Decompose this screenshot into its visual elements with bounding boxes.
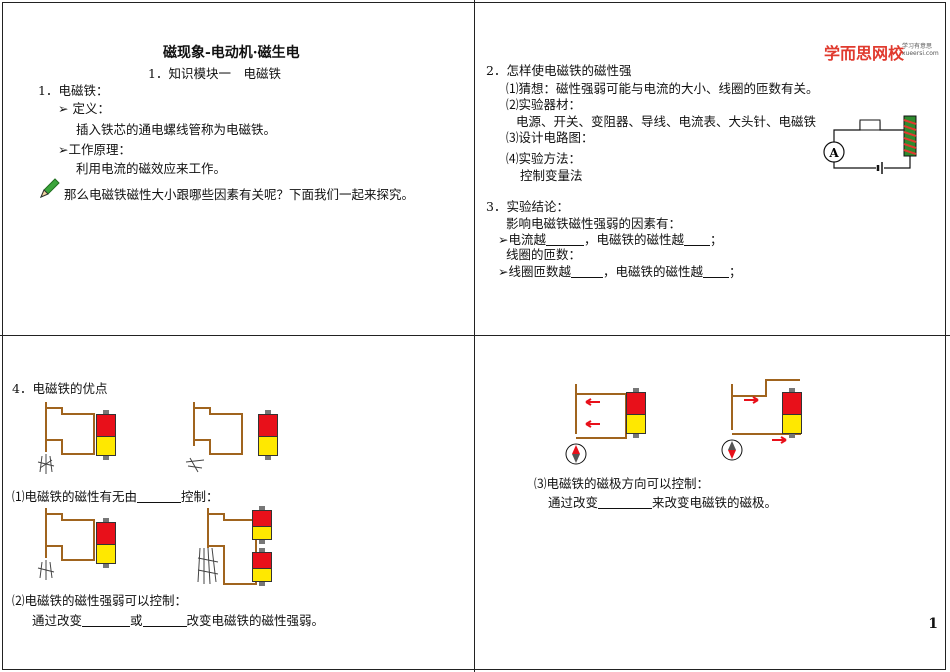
electromagnet-weak-figure xyxy=(37,508,95,580)
fill-blank[interactable] xyxy=(703,266,730,278)
battery-icon xyxy=(626,388,646,438)
definition-text: 插入铁芯的通电螺线管称为电磁铁。 xyxy=(76,122,277,137)
battery-icon xyxy=(258,410,278,460)
method-text: 控制变量法 xyxy=(520,168,583,183)
pole-direction-figure-1 xyxy=(565,384,627,465)
slide-divider-vertical xyxy=(474,0,475,672)
arrow-bullet-icon: ➢ xyxy=(58,142,69,157)
arrow-bullet-icon: ➢ xyxy=(498,264,509,279)
advantage-3-blank: 通过改变来改变电磁铁的磁极。 xyxy=(548,495,778,510)
equipment-label: ⑵实验器材： xyxy=(506,97,582,112)
circuit-diagram: A xyxy=(823,115,917,174)
principle-text: 利用电流的磁效应来工作。 xyxy=(76,161,227,176)
conclusion-intro: 影响电磁铁磁性强弱的因素有： xyxy=(506,216,682,231)
circuit-label: ⑶设计电路图： xyxy=(506,130,594,145)
electromagnet-strong-figure xyxy=(197,508,257,585)
fill-blank[interactable] xyxy=(598,497,653,509)
conclusion-coils: ➢线圈匝数越，电磁铁的磁性越； xyxy=(498,264,742,279)
definition-label: ➢ 定义： xyxy=(58,101,110,116)
ammeter-label: A xyxy=(828,146,839,160)
battery-icon xyxy=(96,410,116,460)
battery-icon xyxy=(252,548,272,586)
method-label: ⑷实验方法： xyxy=(506,151,582,166)
pole-direction-figure-2 xyxy=(721,379,801,461)
advantage-2: ⑵电磁铁的磁性强弱可以控制： xyxy=(12,593,188,608)
page-number: 1 xyxy=(928,616,938,632)
question-text: 那么电磁铁磁性大小跟哪些因素有关呢？下面我们一起来探究。 xyxy=(64,187,415,202)
guess-text: ⑴猜想：磁性强弱可能与电流的大小、线圈的匝数有关。 xyxy=(506,81,819,96)
advantage-1: ⑴电磁铁的磁性有无由控制： xyxy=(12,489,219,504)
arrow-bullet-icon: ➢ xyxy=(58,101,73,116)
fill-blank[interactable] xyxy=(137,491,182,503)
battery-icon xyxy=(252,506,272,544)
arrow-bullet-icon: ➢ xyxy=(498,232,509,247)
electromagnet-off-figure xyxy=(185,402,243,473)
advantage-2-blanks: 通过改变或改变电磁铁的磁性强弱。 xyxy=(32,613,325,628)
fill-blank[interactable] xyxy=(546,234,584,246)
brand-logo: 学而思网校 xyxy=(824,44,905,63)
slide3-heading: 4．电磁铁的优点 xyxy=(12,381,108,396)
battery-icon xyxy=(96,518,116,568)
fill-blank[interactable] xyxy=(684,234,711,246)
conclusion-heading: 3．实验结论： xyxy=(486,199,569,214)
conclusion-current: ➢电流越，电磁铁的磁性越； xyxy=(498,232,723,247)
slide2-heading: 2．怎样使电磁铁的磁性强 xyxy=(486,63,632,78)
principle-label: ➢工作原理： xyxy=(58,142,131,157)
slide1-title: 磁现象-电动机·磁生电 xyxy=(163,45,300,61)
battery-icon xyxy=(782,388,802,438)
fill-blank[interactable] xyxy=(82,615,131,627)
item-electromagnet: 1．电磁铁： xyxy=(38,83,109,98)
fill-blank[interactable] xyxy=(142,615,187,627)
pencil-icon xyxy=(38,176,62,203)
electromagnet-on-figure xyxy=(37,402,95,474)
slide-divider-horizontal xyxy=(0,335,950,336)
equipment-text: 电源、开关、变阻器、导线、电流表、大头针、电磁铁 xyxy=(516,114,817,129)
slide1-subtitle: 1．知识模块一 电磁铁 xyxy=(148,66,281,81)
advantage-3: ⑶电磁铁的磁极方向可以控制： xyxy=(534,476,710,491)
coils-label: 线圈的匝数： xyxy=(506,247,582,262)
fill-blank[interactable] xyxy=(571,266,603,278)
